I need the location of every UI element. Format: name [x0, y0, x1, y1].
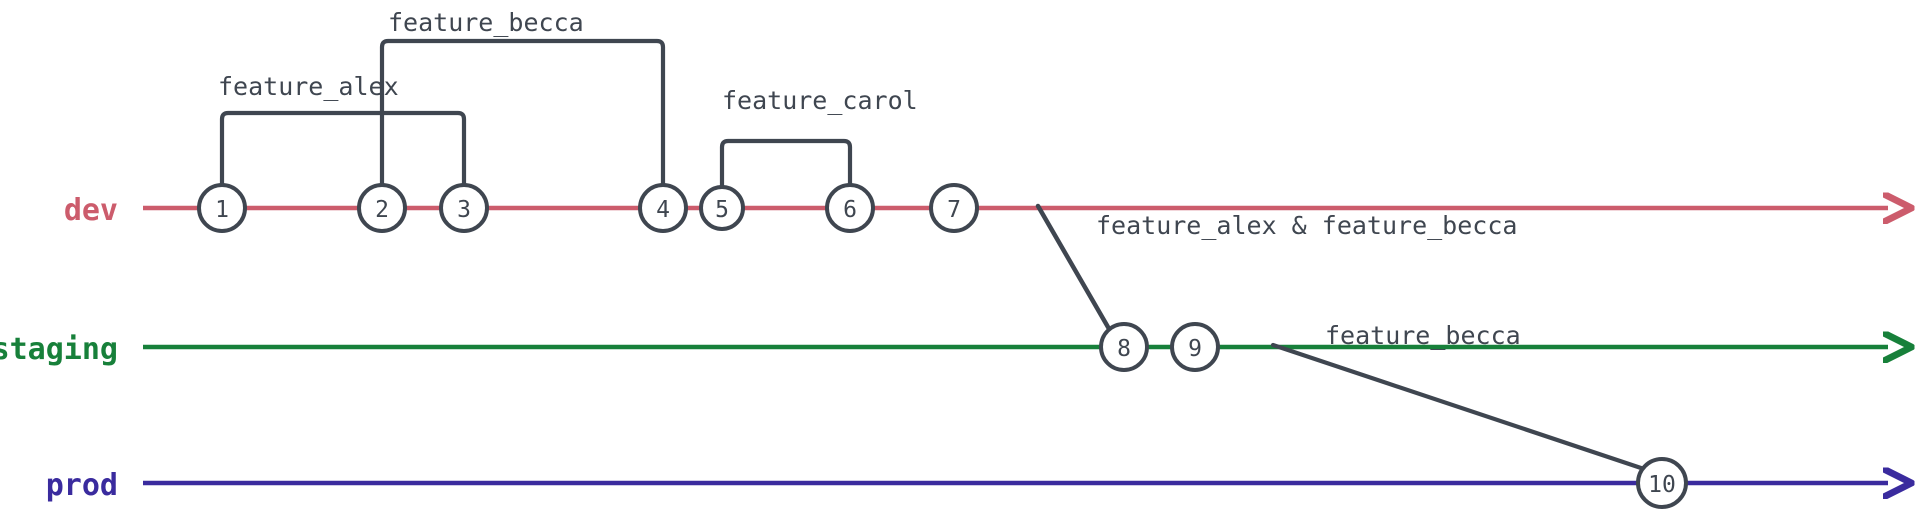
branch-label-staging: staging	[0, 332, 118, 367]
commit-number-6: 6	[843, 197, 857, 223]
feature-brackets: feature_becca feature_alex feature_carol	[218, 8, 918, 208]
commit-node-8[interactable]: 8	[1099, 322, 1149, 372]
merge-connectors: feature_alex & feature_becca feature_bec…	[1035, 203, 1653, 474]
merge-label-staging-prod: feature_becca	[1325, 321, 1521, 350]
commit-number-9: 9	[1188, 336, 1202, 362]
commit-node-6[interactable]: 6	[825, 183, 875, 233]
feature-bracket-label-carol: feature_carol	[722, 86, 918, 115]
commit-node-10[interactable]: 10	[1636, 457, 1688, 509]
branch-lane-prod[interactable]: prod	[46, 468, 1888, 503]
feature-bracket-path-carol	[719, 138, 853, 208]
commit-circle-9	[1170, 322, 1220, 372]
commit-circle-4	[638, 183, 688, 233]
feature-bracket-feature_alex[interactable]: feature_alex	[218, 72, 467, 208]
merge-staging-to-prod[interactable]: feature_becca	[1270, 321, 1653, 474]
commit-node-2[interactable]: 2	[357, 183, 407, 233]
commit-circle-6	[825, 183, 875, 233]
feature-bracket-path-alex	[219, 110, 467, 208]
commit-circle-1	[197, 183, 247, 233]
merge-dev-to-staging[interactable]: feature_alex & feature_becca	[1035, 203, 1517, 337]
commit-number-7: 7	[947, 197, 961, 223]
commit-circle-3	[439, 183, 489, 233]
commit-node-7[interactable]: 7	[929, 183, 979, 233]
merge-line-dev-staging	[1035, 203, 1115, 337]
feature-bracket-path-becca	[379, 38, 666, 208]
commit-circle-2	[357, 183, 407, 233]
commit-circle-10	[1636, 457, 1688, 509]
branch-lane-staging[interactable]: staging	[0, 332, 1888, 367]
commit-node-5[interactable]: 5	[699, 185, 745, 231]
commit-node-9[interactable]: 9	[1170, 322, 1220, 372]
commit-number-4: 4	[656, 197, 670, 223]
commit-circle-5	[699, 185, 745, 231]
branch-label-prod: prod	[46, 468, 118, 503]
branch-label-dev: dev	[64, 193, 118, 228]
feature-bracket-feature_becca[interactable]: feature_becca	[379, 8, 666, 208]
feature-bracket-label-alex: feature_alex	[218, 72, 399, 101]
merge-label-dev-staging: feature_alex & feature_becca	[1096, 211, 1517, 240]
feature-bracket-feature_carol[interactable]: feature_carol	[719, 86, 918, 208]
commit-number-3: 3	[457, 197, 471, 223]
commit-node-1[interactable]: 1	[197, 183, 247, 233]
commit-number-5: 5	[715, 197, 729, 223]
commit-number-8: 8	[1117, 336, 1131, 362]
commit-number-1: 1	[215, 197, 229, 223]
branch-lane-dev[interactable]: dev	[64, 193, 1888, 228]
feature-bracket-label-becca: feature_becca	[388, 8, 584, 37]
commit-circle-8	[1099, 322, 1149, 372]
branch-lanes: dev staging prod	[0, 193, 1888, 503]
commit-node-3[interactable]: 3	[439, 183, 489, 233]
commit-number-2: 2	[375, 197, 389, 223]
commit-number-10: 10	[1648, 472, 1676, 498]
merge-line-staging-prod	[1270, 342, 1653, 474]
commit-circle-7	[929, 183, 979, 233]
commit-node-4[interactable]: 4	[638, 183, 688, 233]
commit-nodes: 1 2 3 4 5 6	[197, 183, 1688, 509]
